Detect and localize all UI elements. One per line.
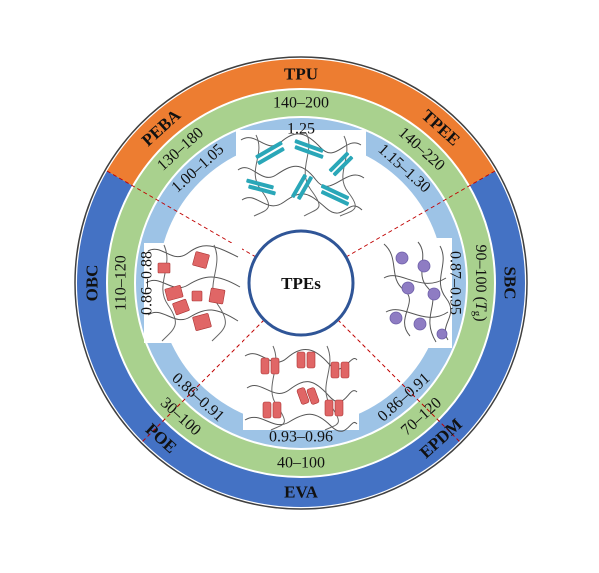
sector-divider-1 bbox=[345, 170, 496, 258]
center-label: TPEs bbox=[281, 274, 321, 293]
outer-label-sbc: SBC bbox=[501, 266, 520, 299]
outer-label-tpu: TPU bbox=[284, 65, 318, 84]
temperature-label-6: 110–120 bbox=[113, 255, 130, 310]
outer-label-obc: OBC bbox=[83, 265, 102, 302]
block-crystal-icon bbox=[144, 243, 242, 343]
density-label-2: 0.87–0.95 bbox=[447, 251, 464, 315]
lamella-stack-icon bbox=[243, 344, 359, 432]
sector-divider-2 bbox=[337, 319, 460, 442]
center-circle bbox=[247, 229, 355, 337]
outer-ring-orange-arc bbox=[107, 59, 495, 186]
rod-bundle-icon bbox=[236, 130, 366, 218]
sector-divider-0 bbox=[106, 170, 257, 258]
density-label-0: 1.25 bbox=[287, 121, 315, 138]
outer-label-eva: EVA bbox=[284, 483, 318, 502]
sector-dividers bbox=[106, 170, 496, 442]
outer-ring-blue-arc bbox=[76, 171, 525, 507]
temperature-label-4: 40–100 bbox=[277, 455, 325, 472]
outer-ring bbox=[74, 56, 528, 510]
density-label-4: 0.93–0.96 bbox=[269, 429, 333, 446]
sector-divider-3 bbox=[142, 319, 265, 442]
sphere-domain-icon bbox=[380, 238, 452, 348]
density-label-6: 0.86–0.88 bbox=[139, 251, 156, 315]
outer-ring-border bbox=[74, 56, 528, 510]
temperature-label-0: 140–200 bbox=[273, 95, 329, 112]
temperature-label-2: 90–100 (Tg) bbox=[471, 244, 490, 321]
